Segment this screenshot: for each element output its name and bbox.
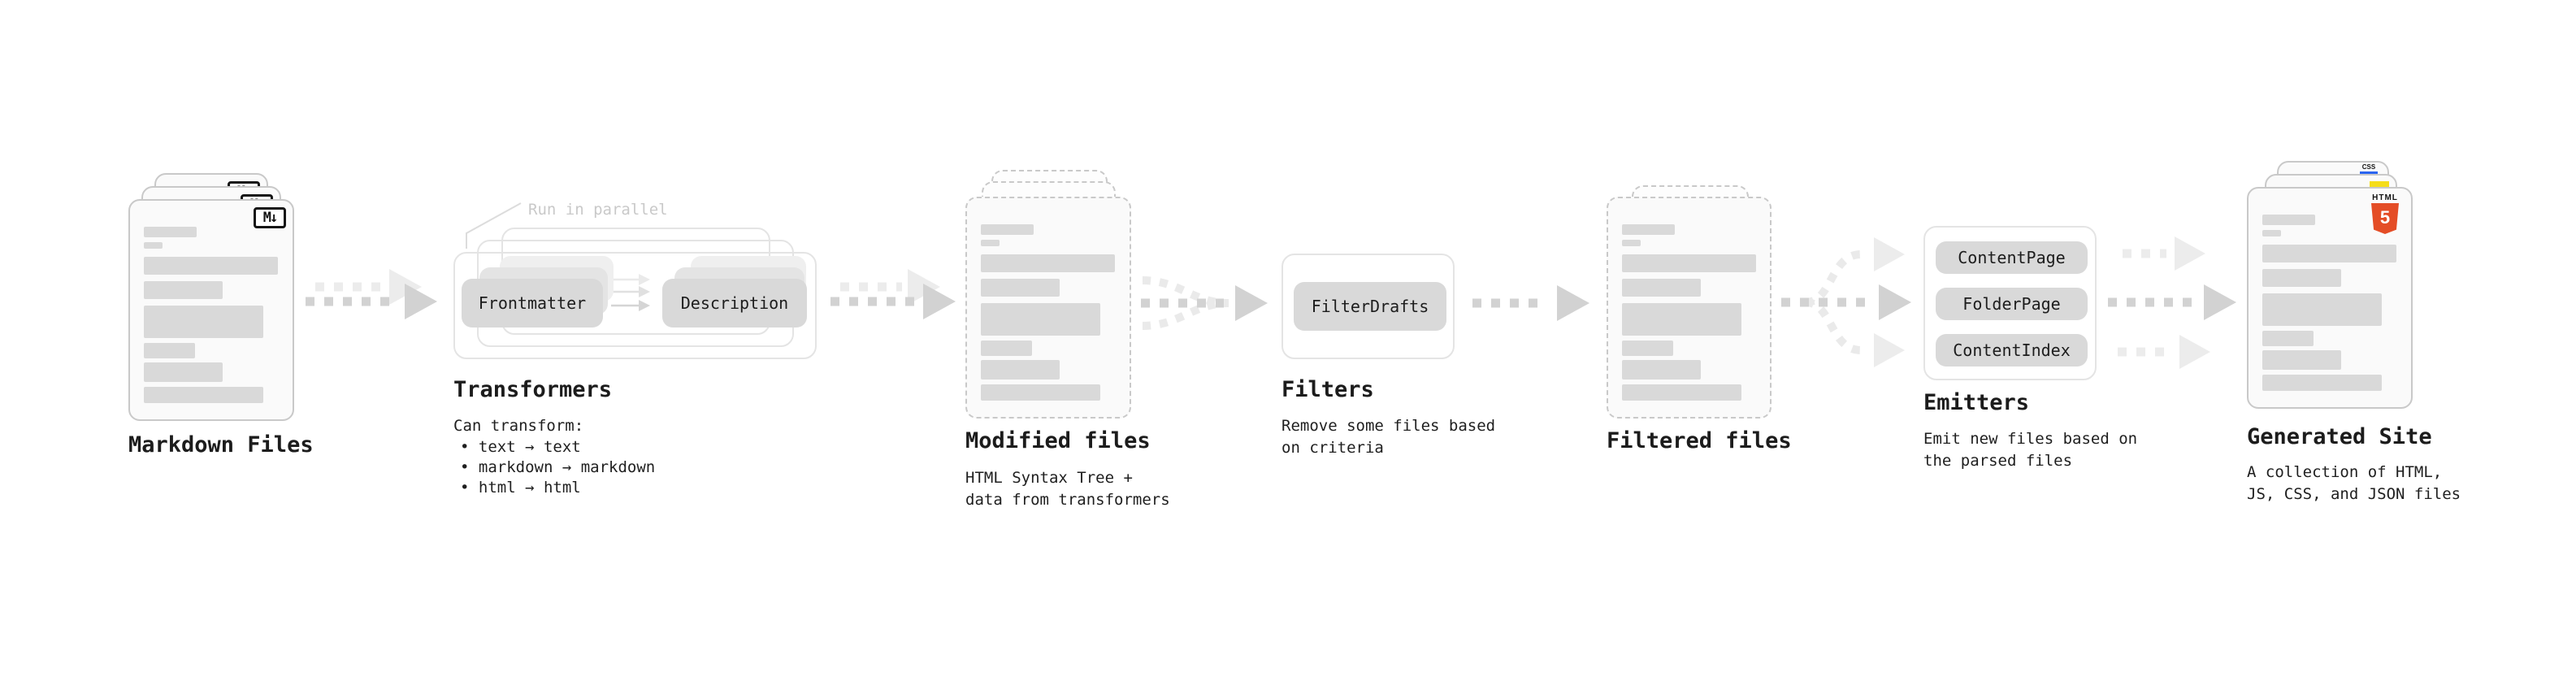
bullet-markdown-to-markdown: • markdown → markdown [460,458,656,476]
subtitle-line: JS, CSS, and JSON files [2247,485,2461,503]
text-line-bar [981,240,1000,246]
text-line-bar [2262,230,2281,236]
markdown-files-title: Markdown Files [128,432,314,458]
arrow-modified-to-filters [1141,276,1268,330]
text-line-bar [1622,303,1741,336]
subtitle-line: HTML Syntax Tree + [965,469,1133,487]
text-line-bar [1622,224,1675,235]
subtitle-line: the parsed files [1923,452,2073,470]
folderpage-pill: FolderPage [1936,288,2088,320]
text-line-bar [981,384,1100,401]
text-line-bar [144,343,195,358]
transformers-title: Transformers [453,377,613,402]
html5-icon-shield: 5 [2371,203,2399,234]
arrow-filters-to-filtered [1472,285,1589,321]
css-icon: CSS [2360,164,2378,175]
text-line-bar [2262,269,2341,287]
text-line-bar [1622,360,1701,380]
generated-site-title: Generated Site [2247,424,2432,449]
bullet-text-to-text: • text → text [460,438,581,456]
text-line-bar [1622,279,1701,297]
text-line-bar [144,306,263,338]
filters-title: Filters [1281,377,1374,402]
css-icon-label: CSS [2361,163,2376,171]
text-line-bar [144,227,197,237]
text-line-bar [144,362,223,382]
run-in-parallel-leader-line [466,202,522,249]
contentindex-pill: ContentIndex [1936,334,2088,367]
generated-file-card-html: HTML 5 [2247,187,2413,409]
text-line-bar [144,242,163,249]
text-line-bar [2262,215,2315,225]
filterdrafts-pill: FilterDrafts [1294,282,1446,331]
modified-files-subtitle: HTML Syntax Tree + data from transformer… [965,467,1170,511]
generated-site-subtitle: A collection of HTML, JS, CSS, and JSON … [2247,462,2461,505]
description-pill: Description [662,279,807,327]
text-line-bar [2262,245,2396,262]
text-line-bar [981,360,1060,380]
text-line-bar [1622,254,1756,272]
transformers-note-heading: Can transform: [453,417,584,435]
text-line-bar [981,340,1032,356]
markdown-file-card-front: M↓ [128,199,294,421]
emitters-subtitle: Emit new files based on the parsed files [1923,428,2137,472]
css-icon-underline [2360,171,2378,175]
arrow-emitters-to-generated [2108,236,2236,369]
filtered-file-card-front [1607,197,1772,419]
modified-files-title: Modified files [965,428,1151,453]
arrow-markdown-to-transformers [306,269,437,319]
bullet-html-to-html: • html → html [460,479,581,497]
text-line-bar [981,254,1115,272]
text-line-bar [2262,375,2382,391]
text-line-bar [144,281,223,299]
modified-file-card-front [965,197,1131,419]
text-line-bar [1622,384,1741,401]
text-line-bar [144,257,278,275]
text-line-bar [981,224,1034,235]
subtitle-line: on criteria [1281,439,1384,457]
text-line-bar [1622,240,1641,246]
subtitle-line: Emit new files based on [1923,430,2138,448]
text-line-bar [981,303,1100,336]
run-in-parallel-callout: Run in parallel [528,201,668,219]
transformer-parallel-arrows [611,274,650,311]
contentpage-pill: ContentPage [1936,241,2088,274]
frontmatter-pill: Frontmatter [462,279,603,327]
subtitle-line: Remove some files based [1281,417,1496,435]
filters-subtitle: Remove some files based on criteria [1281,415,1495,459]
filtered-files-title: Filtered files [1607,428,1792,453]
html5-icon-label: HTML [2372,193,2398,202]
arrow-transformers-to-modified [830,269,956,319]
text-line-bar [144,387,263,403]
html5-icon: HTML 5 [2367,193,2403,234]
text-line-bar [1622,340,1673,356]
emitters-box: ContentPage FolderPage ContentIndex [1923,226,2097,380]
emitters-title: Emitters [1923,390,2030,415]
javascript-icon [2370,181,2389,190]
filters-box: FilterDrafts [1281,254,1455,359]
document-text-skeleton [1622,224,1756,401]
text-line-bar [2262,350,2341,370]
document-text-skeleton [144,227,279,403]
text-line-bar [981,279,1060,297]
document-text-skeleton [2262,215,2397,391]
text-line-bar [2262,331,2314,346]
arrow-filtered-to-emitters [1781,237,1911,367]
markdown-icon: M↓ [254,207,286,228]
transformer-box-front [453,252,817,359]
text-line-bar [2262,293,2382,326]
transformers-bullets: • text → text • markdown → markdown • ht… [460,437,655,498]
subtitle-line: data from transformers [965,491,1170,509]
document-text-skeleton [981,224,1116,401]
subtitle-line: A collection of HTML, [2247,463,2443,481]
